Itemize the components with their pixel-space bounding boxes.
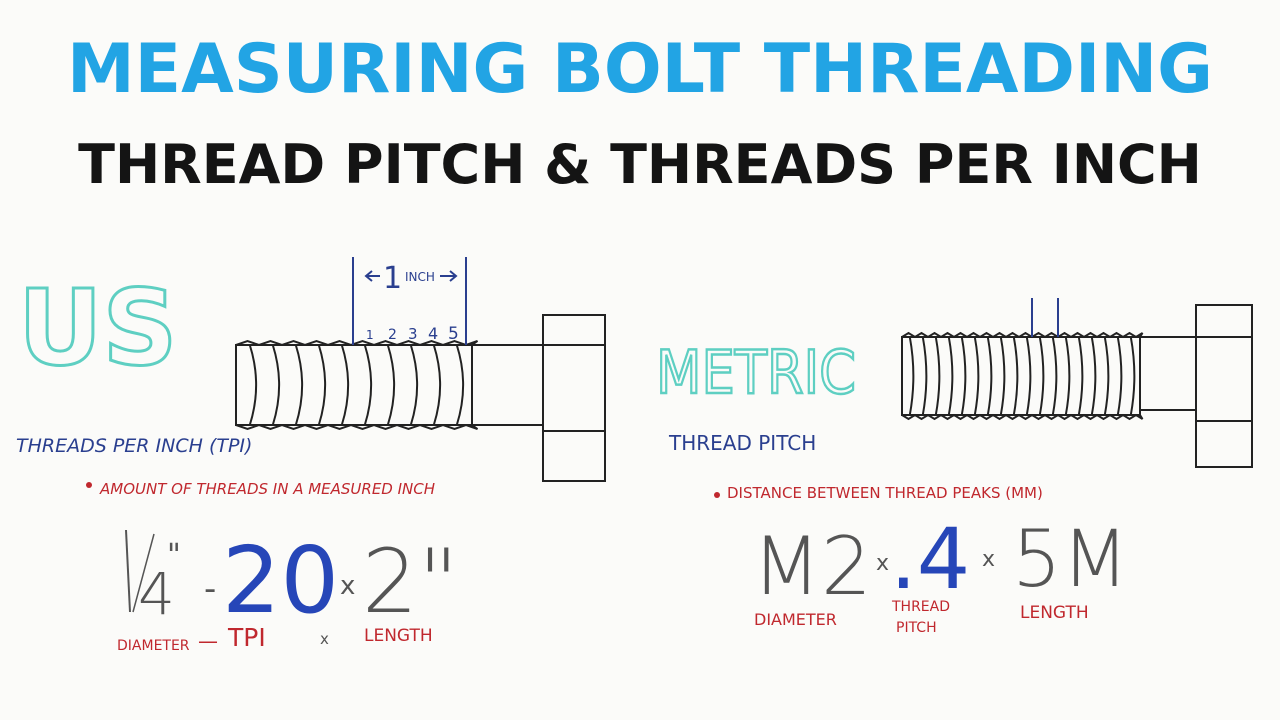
metric-thread-line [1090, 336, 1097, 416]
thread-count-label: 2 [388, 327, 397, 343]
metric-thread-edge-top [901, 331, 1144, 339]
us-thread-line [455, 344, 465, 426]
metric-spec-pitch: .4 [890, 510, 970, 608]
inch-label: INCH [405, 270, 435, 284]
us-bolt-neck [471, 344, 544, 426]
us-thread-line [294, 344, 304, 426]
us-thread-line [271, 344, 281, 426]
us-thread-line [317, 344, 327, 426]
metric-thread-line [934, 336, 941, 416]
us-thread-line [340, 344, 350, 426]
metric-bolt-threads [901, 331, 1144, 421]
metric-thread-line [1103, 336, 1110, 416]
thread-count-label: 3 [408, 325, 418, 343]
metric-thread-line [908, 336, 915, 416]
us-legend-diameter: DIAMETER [117, 638, 190, 654]
metric-thread-line [986, 336, 993, 416]
us-spec-inch-mark: " [167, 538, 181, 573]
us-thread-line [432, 344, 442, 426]
us-thread-line [409, 344, 419, 426]
metric-bullet-text: DISTANCE BETWEEN THREAD PEAKS (MM) [727, 484, 1043, 502]
us-bolt-head-top [542, 314, 606, 346]
metric-thread-line [960, 336, 967, 416]
metric-thread-line [973, 336, 980, 416]
us-spec-tpi: 20 [222, 527, 339, 634]
us-heading: US [18, 267, 177, 389]
metric-thread-line [1116, 336, 1123, 416]
metric-spec-times-2: x [982, 547, 995, 572]
metric-thread-line [999, 336, 1006, 416]
metric-legend-diameter: DIAMETER [754, 610, 837, 629]
metric-thread-line [1129, 336, 1136, 416]
metric-bullet-dot [714, 492, 720, 498]
metric-section: METRIC THREAD PITCH DISTANCE BETWEEN THR… [655, 298, 1253, 636]
us-legend-length: LENGTH [364, 626, 433, 646]
us-bullet-dot [86, 482, 92, 488]
metric-thread-line [1025, 336, 1032, 416]
us-spec-times: x [340, 571, 355, 601]
us-legend-dash: — [198, 629, 218, 653]
metric-legend-pitch-line2: PITCH [896, 620, 937, 636]
us-bolt-threads [235, 339, 479, 431]
metric-thread-line [1012, 336, 1019, 416]
metric-thread-line [1038, 336, 1045, 416]
us-bolt-head-mid [542, 344, 606, 432]
inch-number: 1 [383, 261, 402, 296]
us-spec-dash: - [204, 569, 216, 609]
metric-spec-length: 5M [1012, 515, 1129, 605]
metric-heading: METRIC [656, 338, 856, 408]
us-bolt [235, 314, 606, 482]
us-legend-tpi: TPI [227, 623, 266, 652]
metric-thread-line [1064, 336, 1071, 416]
subtitle: THREAD PITCH & THREADS PER INCH [78, 133, 1202, 196]
thread-count-label: 4 [428, 324, 438, 343]
metric-thread-line [1051, 336, 1058, 416]
main-title: MEASURING BOLT THREADING [67, 30, 1213, 109]
us-section-label: THREADS PER INCH (TPI) [16, 435, 252, 457]
metric-section-label: THREAD PITCH [668, 431, 816, 455]
us-spec: 4 " - 20 x 2" [125, 527, 458, 634]
metric-thread-line [921, 336, 928, 416]
metric-bolt-head-bottom [1195, 420, 1253, 468]
metric-thread-line [947, 336, 954, 416]
metric-thread-edge-bottom [901, 413, 1144, 421]
metric-spec: M2 x .4 x 5M [752, 510, 1129, 613]
us-thread-edge-top [235, 339, 479, 347]
metric-bolt-head-top [1195, 304, 1253, 338]
us-bolt-head-bottom [542, 430, 606, 482]
metric-thread-line [1077, 336, 1084, 416]
thread-count-label: 5 [448, 324, 459, 344]
inch-measure [352, 257, 467, 345]
us-bullet-text: AMOUNT OF THREADS IN A MEASURED INCH [99, 480, 435, 498]
us-thread-line [248, 344, 258, 426]
metric-bolt-neck [1139, 336, 1197, 411]
us-thread-line [386, 344, 396, 426]
metric-spec-times-1: x [876, 551, 889, 576]
metric-legend-length: LENGTH [1020, 603, 1089, 623]
metric-bolt-head-mid [1195, 336, 1253, 422]
us-spec-length: 2" [362, 530, 458, 633]
metric-spec-diameter: M2 [752, 520, 872, 613]
pitch-marker [1031, 298, 1059, 337]
us-spec-denominator: 4 [138, 560, 175, 628]
thread-count-label: 1 [366, 328, 374, 342]
us-thread-edge-bottom [235, 423, 479, 431]
us-legend-times: x [320, 630, 329, 648]
metric-bolt [901, 304, 1253, 468]
metric-legend-pitch-line1: THREAD [891, 599, 950, 615]
us-thread-line [363, 344, 373, 426]
